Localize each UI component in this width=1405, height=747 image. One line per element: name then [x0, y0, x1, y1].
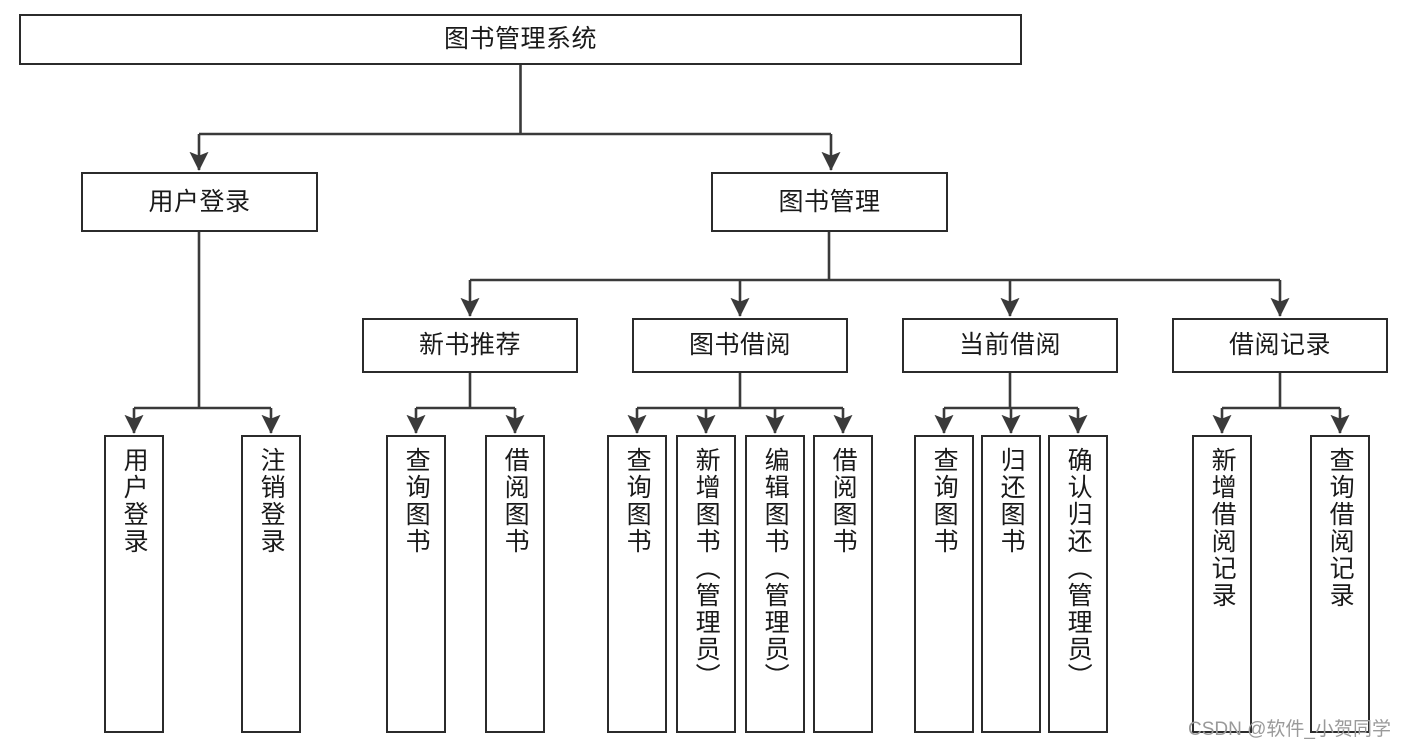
node-label: 图书借阅	[688, 331, 791, 360]
node-current-borrow[interactable]: 当前借阅	[902, 318, 1118, 373]
node-label: 图书管理系统	[443, 25, 597, 54]
leaf-user-login[interactable]: 用户登录	[104, 435, 164, 733]
node-root-book-management-system[interactable]: 图书管理系统	[19, 14, 1022, 65]
leaf-edit-book-admin[interactable]: 编辑图书（管理员）	[745, 435, 805, 733]
node-book-management[interactable]: 图书管理	[711, 172, 948, 232]
node-label: 查询图书	[930, 447, 959, 555]
node-label: 新增图书（管理员）	[692, 447, 721, 690]
node-label: 当前借阅	[958, 331, 1061, 360]
node-label: 用户登录	[148, 187, 251, 216]
leaf-query-book-borrow[interactable]: 查询图书	[607, 435, 667, 733]
leaf-borrow-book[interactable]: 借阅图书	[813, 435, 873, 733]
leaf-borrow-book-recommend[interactable]: 借阅图书	[485, 435, 545, 733]
node-book-borrow[interactable]: 图书借阅	[632, 318, 848, 373]
leaf-return-book[interactable]: 归还图书	[981, 435, 1041, 733]
node-label: 查询图书	[402, 447, 431, 555]
node-label: 新增借阅记录	[1208, 447, 1237, 609]
node-label: 新书推荐	[418, 331, 521, 360]
node-new-book-recommend[interactable]: 新书推荐	[362, 318, 578, 373]
node-label: 图书管理	[778, 187, 881, 216]
node-label: 确认归还（管理员）	[1064, 447, 1093, 690]
node-label: 注销登录	[257, 447, 286, 555]
leaf-add-borrow-record[interactable]: 新增借阅记录	[1192, 435, 1252, 733]
node-user-login[interactable]: 用户登录	[81, 172, 318, 232]
node-label: 编辑图书（管理员）	[761, 447, 790, 690]
node-label: 借阅记录	[1228, 331, 1331, 360]
leaf-user-logout[interactable]: 注销登录	[241, 435, 301, 733]
csdn-watermark: CSDN @软件_小贺同学	[1188, 719, 1391, 740]
node-label: 查询图书	[623, 447, 652, 555]
leaf-query-book-current[interactable]: 查询图书	[914, 435, 974, 733]
node-label: 归还图书	[997, 447, 1026, 555]
node-borrow-record[interactable]: 借阅记录	[1172, 318, 1388, 373]
leaf-query-book-recommend[interactable]: 查询图书	[386, 435, 446, 733]
leaf-add-book-admin[interactable]: 新增图书（管理员）	[676, 435, 736, 733]
node-label: 查询借阅记录	[1326, 447, 1355, 609]
node-label: 借阅图书	[829, 447, 858, 555]
leaf-confirm-return-admin[interactable]: 确认归还（管理员）	[1048, 435, 1108, 733]
node-label: 用户登录	[120, 447, 149, 555]
leaf-query-borrow-record[interactable]: 查询借阅记录	[1310, 435, 1370, 733]
node-label: 借阅图书	[501, 447, 530, 555]
